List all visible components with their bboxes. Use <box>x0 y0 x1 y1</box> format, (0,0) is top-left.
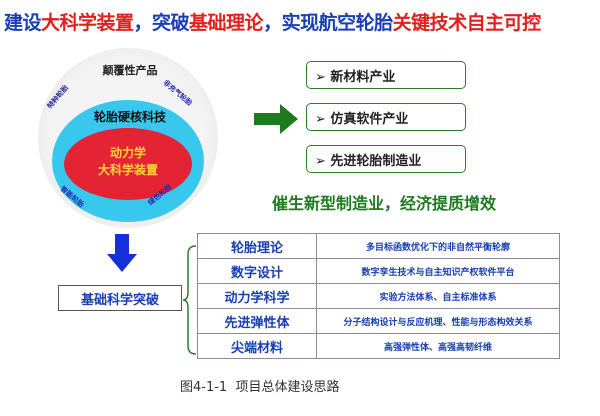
core-label-2: 大科学装置 <box>97 163 158 177</box>
title-part: 大科学装置 <box>41 12 134 34</box>
table-row: 轮胎理论多目标函数优化下的非自然平衡轮廓 <box>197 233 560 259</box>
diagram-title: 建设大科学装置，突破基础理论，实现航空轮胎关键技术自主可控 <box>4 8 541 35</box>
table-row: 数字设计数字孪生技术与自主知识产权软件平台 <box>197 258 560 284</box>
outcome-box: ➢ 新材料产业 <box>306 61 466 89</box>
row-key: 轮胎理论 <box>197 233 317 259</box>
down-arrow-icon <box>107 234 137 272</box>
row-value: 分子结构设计与反应机理、性能与形态构效关系 <box>316 308 560 334</box>
brace-icon <box>182 245 197 355</box>
row-value: 高强弹性体、高强高韧纤维 <box>316 333 560 359</box>
row-value: 多目标函数优化下的非自然平衡轮廓 <box>316 233 560 259</box>
title-part: ，突破 <box>133 12 190 34</box>
outcome-box: ➢ 仿真软件产业 <box>306 103 466 131</box>
row-key: 先进弹性体 <box>197 308 317 334</box>
figure-caption: 图4-1-1 项目总体建设思路 <box>180 380 340 395</box>
outcome-box: ➢ 先进轮胎制造业 <box>306 145 466 173</box>
right-arrow-icon <box>254 104 298 134</box>
table-row: 尖端材料高强弹性体、高强高韧纤维 <box>197 333 560 359</box>
table-row: 动力学科学实验方法体系、自主标准体系 <box>197 283 560 309</box>
row-value: 数字孪生技术与自主知识产权软件平台 <box>316 258 560 284</box>
core-label-1: 动力学 <box>109 146 146 160</box>
outer-label: 颠覆性产品 <box>102 64 158 77</box>
mid-label: 轮胎硬核科技 <box>93 110 166 124</box>
row-key: 数字设计 <box>197 258 317 284</box>
row-key: 尖端材料 <box>197 333 317 359</box>
title-part: 建设 <box>4 12 42 34</box>
outcome-summary: 催生新型制造业，经济提质增效 <box>272 194 497 213</box>
title-part: 关键技术自主可控 <box>392 12 542 34</box>
research-table: 轮胎理论多目标函数优化下的非自然平衡轮廓 数字设计数字孪生技术与自主知识产权软件… <box>197 233 560 359</box>
row-key: 动力学科学 <box>197 283 317 309</box>
title-part: ，实现航空轮胎 <box>263 12 393 34</box>
row-value: 实验方法体系、自主标准体系 <box>316 283 560 309</box>
table-row: 先进弹性体分子结构设计与反应机理、性能与形态构效关系 <box>197 308 560 334</box>
foundation-box: 基础科学突破 <box>58 285 182 311</box>
title-part: 基础理论 <box>189 12 264 34</box>
core-lens <box>64 128 192 200</box>
